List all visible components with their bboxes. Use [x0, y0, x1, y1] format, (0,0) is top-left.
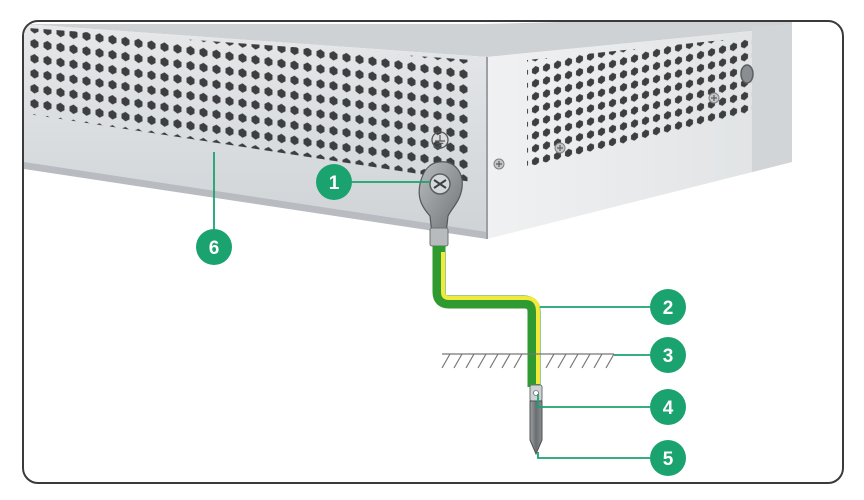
svg-text:3: 3: [663, 346, 674, 367]
side-screw-icon: [493, 92, 720, 170]
diagram-frame: 1 2 3 4 5 6: [22, 20, 844, 484]
vent-grille-front: [28, 28, 472, 182]
svg-text:5: 5: [663, 449, 674, 470]
vent-grille-side: [527, 37, 752, 167]
ground-surface: [441, 353, 615, 369]
leader-lines: [213, 152, 650, 459]
callout-3: 3: [650, 337, 686, 373]
callout-4: 4: [650, 389, 686, 425]
callout-6: 6: [196, 229, 232, 265]
callout-1: 1: [316, 164, 352, 200]
svg-text:4: 4: [663, 398, 674, 419]
chassis-rear: [752, 24, 792, 172]
rear-screw-icon: [740, 64, 754, 84]
svg-text:2: 2: [663, 298, 674, 319]
chassis-front-edge: [24, 162, 487, 239]
ground-symbol-icon: [431, 131, 449, 149]
grounding-cable: [432, 246, 541, 387]
callout-5: 5: [650, 440, 686, 476]
svg-text:1: 1: [329, 173, 340, 194]
grounding-cable-stripe: [441, 252, 540, 384]
chassis-top: [24, 22, 792, 57]
lug-sleeve: [429, 227, 449, 247]
grounding-strip: [529, 400, 543, 456]
screw-icon: [429, 173, 451, 195]
svg-text:6: 6: [209, 238, 220, 259]
grounding-diagram: 1 2 3 4 5 6: [24, 22, 792, 476]
callout-2: 2: [650, 289, 686, 325]
